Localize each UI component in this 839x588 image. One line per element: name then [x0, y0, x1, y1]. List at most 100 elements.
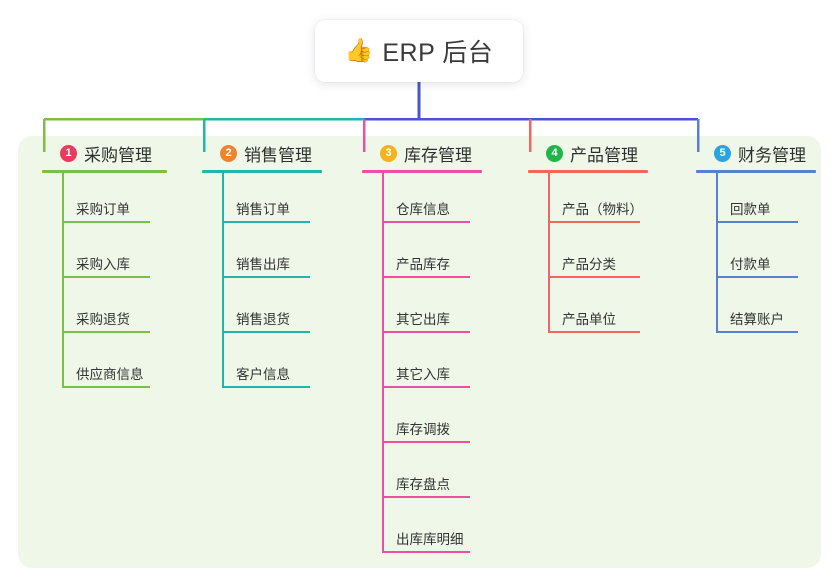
branch-item-label: 产品单位 — [562, 312, 616, 327]
branch-item-label: 采购退货 — [76, 312, 130, 327]
branch-title-rule — [42, 170, 167, 173]
branch-item[interactable]: 回款单 — [694, 173, 834, 228]
branch-item[interactable]: 产品单位 — [526, 283, 678, 338]
branch-item-label: 产品库存 — [396, 257, 450, 272]
branch-column-2: 2 销售管理销售订单销售出库销售退货客户信息 — [200, 136, 350, 393]
branch-columns: 1 采购管理采购订单采购入库采购退货供应商信息 2 销售管理销售订单销售出库销售退货客… — [18, 136, 821, 568]
branch-item[interactable]: 其它入库 — [360, 338, 510, 393]
branch-item-rule — [222, 276, 310, 278]
branch-item-rule — [62, 331, 150, 333]
branch-item[interactable]: 采购退货 — [40, 283, 190, 338]
branch-item-rule — [382, 551, 470, 553]
branch-column-5: 5 财务管理回款单付款单结算账户 — [694, 136, 834, 338]
branch-item-rule — [548, 276, 640, 278]
branch-item[interactable]: 销售退货 — [200, 283, 350, 338]
branch-items: 采购订单采购入库采购退货供应商信息 — [40, 173, 190, 393]
branch-item-label: 回款单 — [730, 202, 771, 217]
branch-item[interactable]: 出库库明细 — [360, 503, 510, 558]
branch-item-rule — [382, 276, 470, 278]
branch-item-rule — [62, 386, 150, 388]
branch-spine — [716, 173, 718, 333]
branch-item-label: 库存盘点 — [396, 477, 450, 492]
branch-item-label: 产品（物料） — [562, 202, 643, 217]
branch-item[interactable]: 产品分类 — [526, 228, 678, 283]
branch-title-rule — [202, 170, 322, 173]
branch-item-rule — [382, 331, 470, 333]
branch-item-rule — [382, 441, 470, 443]
branch-title-rule — [696, 170, 816, 173]
branch-item-label: 销售出库 — [236, 257, 290, 272]
branch-item[interactable]: 供应商信息 — [40, 338, 190, 393]
branch-title: 库存管理 — [404, 145, 472, 165]
branch-header-1[interactable]: 1 采购管理 — [40, 136, 190, 170]
branch-item-label: 其它出库 — [396, 312, 450, 327]
branch-item-label: 采购订单 — [76, 202, 130, 217]
branch-number-badge: 5 — [714, 144, 731, 162]
branch-item[interactable]: 客户信息 — [200, 338, 350, 393]
branch-item-label: 其它入库 — [396, 367, 450, 382]
branch-item[interactable]: 产品库存 — [360, 228, 510, 283]
branch-item-rule — [548, 221, 640, 223]
branch-header-3[interactable]: 3 库存管理 — [360, 136, 510, 170]
branch-item-rule — [62, 276, 150, 278]
branch-item-rule — [222, 331, 310, 333]
branch-item[interactable]: 库存盘点 — [360, 448, 510, 503]
branch-item-label: 销售退货 — [236, 312, 290, 327]
branch-item-label: 出库库明细 — [396, 532, 464, 547]
branch-item[interactable]: 库存调拨 — [360, 393, 510, 448]
branch-item[interactable]: 销售出库 — [200, 228, 350, 283]
branch-title: 销售管理 — [244, 145, 312, 165]
branch-number-badge: 4 — [546, 144, 563, 162]
thumbs-up-icon: 👍 — [344, 37, 374, 64]
branch-item[interactable]: 付款单 — [694, 228, 834, 283]
branch-number-badge: 3 — [380, 144, 397, 162]
branch-item-label: 付款单 — [730, 257, 771, 272]
branch-number-badge: 1 — [60, 144, 77, 162]
branch-number-badge: 2 — [220, 144, 237, 162]
branch-item[interactable]: 采购订单 — [40, 173, 190, 228]
branch-header-4[interactable]: 4 产品管理 — [526, 136, 678, 170]
branch-spine — [62, 173, 64, 388]
branch-item-rule — [716, 276, 798, 278]
branch-title-rule — [528, 170, 648, 173]
branch-item-rule — [382, 221, 470, 223]
branch-item[interactable]: 采购入库 — [40, 228, 190, 283]
root-node[interactable]: 👍 ERP 后台 — [315, 20, 523, 82]
branch-item-label: 客户信息 — [236, 367, 290, 382]
branch-item-rule — [222, 386, 310, 388]
branch-item-rule — [62, 221, 150, 223]
branch-item[interactable]: 结算账户 — [694, 283, 834, 338]
branch-item-rule — [382, 496, 470, 498]
branch-spine — [548, 173, 550, 333]
branch-spine — [382, 173, 384, 553]
branch-header-2[interactable]: 2 销售管理 — [200, 136, 350, 170]
branch-item-label: 供应商信息 — [76, 367, 144, 382]
branch-column-4: 4 产品管理产品（物料） 产品分类产品单位 — [526, 136, 678, 338]
branch-column-3: 3 库存管理仓库信息产品库存其它出库其它入库库存调拨库存盘点出库库明细 — [360, 136, 510, 558]
branch-item[interactable]: 销售订单 — [200, 173, 350, 228]
branch-item[interactable]: 产品（物料） — [526, 173, 678, 228]
branch-items: 仓库信息产品库存其它出库其它入库库存调拨库存盘点出库库明细 — [360, 173, 510, 558]
branch-item-rule — [716, 331, 798, 333]
branch-column-1: 1 采购管理采购订单采购入库采购退货供应商信息 — [40, 136, 190, 393]
branch-title-rule — [362, 170, 482, 173]
branch-item[interactable]: 其它出库 — [360, 283, 510, 338]
branch-item-rule — [382, 386, 470, 388]
branch-item-rule — [222, 221, 310, 223]
branch-item-label: 库存调拨 — [396, 422, 450, 437]
branch-header-5[interactable]: 5 财务管理 — [694, 136, 834, 170]
branch-item-rule — [548, 331, 640, 333]
branch-items: 回款单付款单结算账户 — [694, 173, 834, 338]
branch-item[interactable]: 仓库信息 — [360, 173, 510, 228]
branch-item-label: 结算账户 — [730, 312, 784, 327]
branch-item-label: 仓库信息 — [396, 202, 450, 217]
branch-title: 产品管理 — [570, 145, 638, 165]
branch-items: 销售订单销售出库销售退货客户信息 — [200, 173, 350, 393]
branch-item-label: 销售订单 — [236, 202, 290, 217]
branch-items: 产品（物料） 产品分类产品单位 — [526, 173, 678, 338]
branch-item-label: 采购入库 — [76, 257, 130, 272]
branch-title: 财务管理 — [738, 145, 806, 165]
branch-spine — [222, 173, 224, 388]
branch-title: 采购管理 — [84, 145, 152, 165]
